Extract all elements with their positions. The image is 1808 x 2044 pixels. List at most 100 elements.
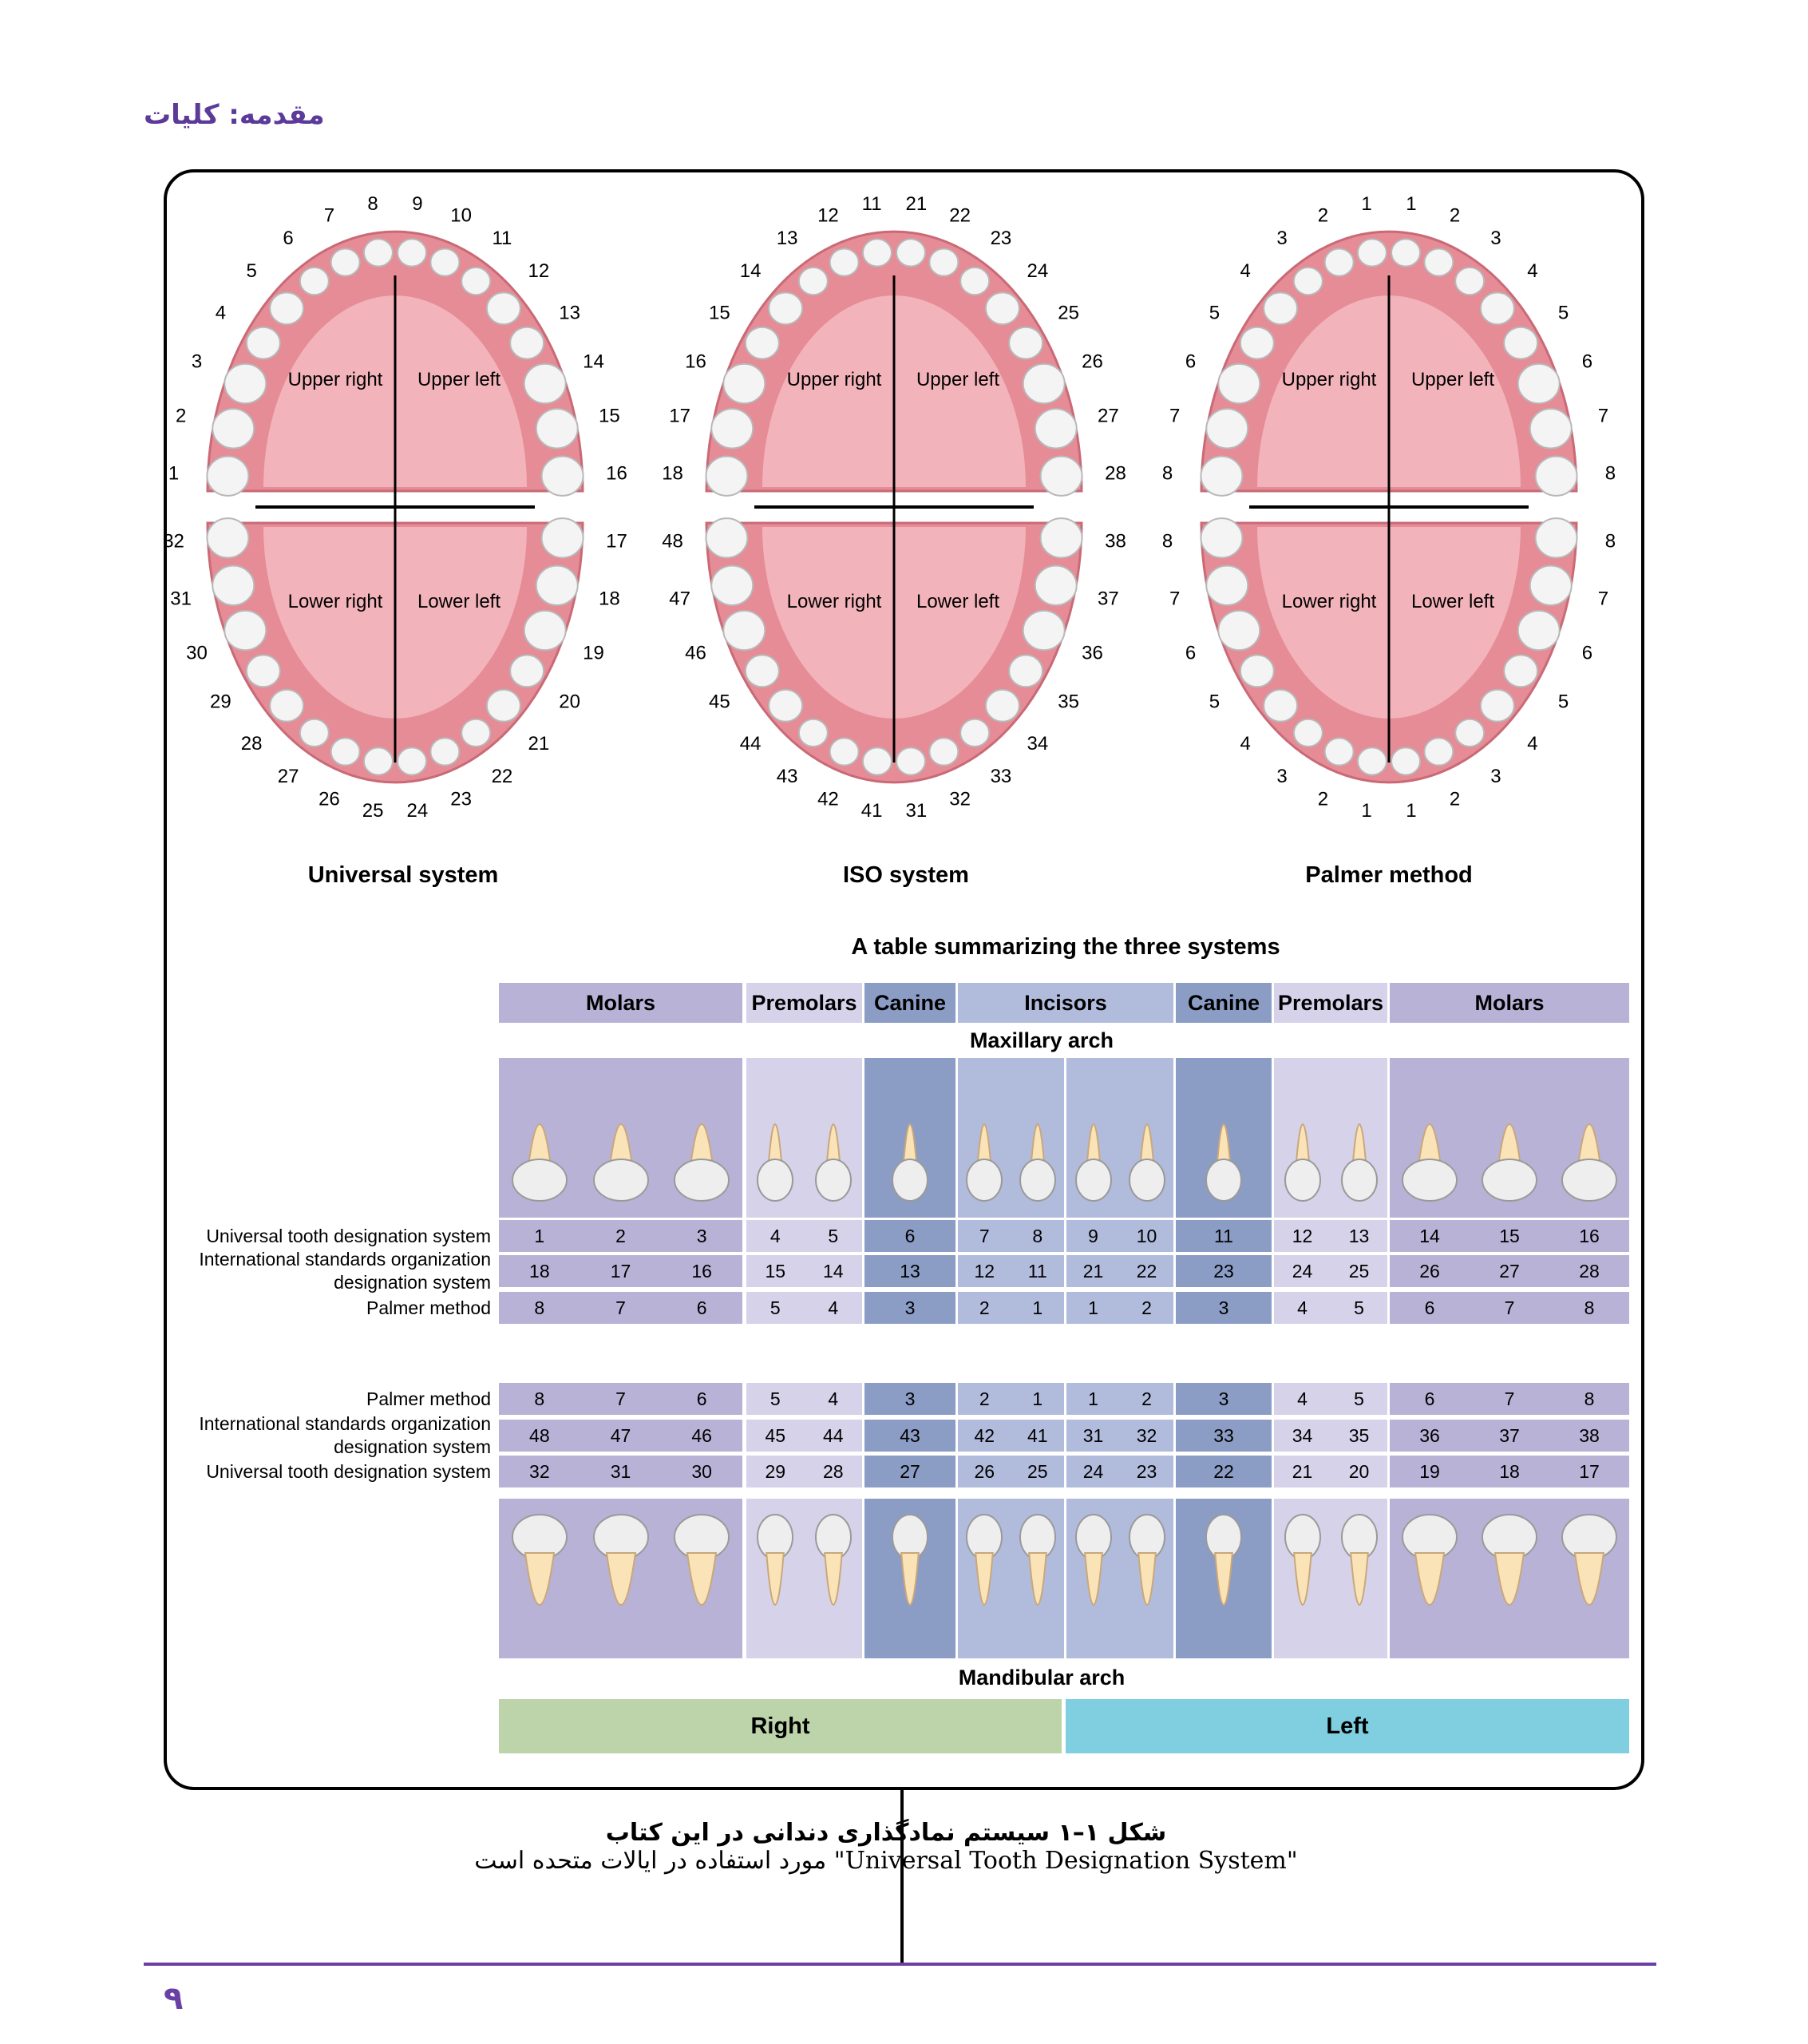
tooth-root <box>1349 1552 1369 1606</box>
lower-tooth-number: 17 <box>606 531 627 553</box>
lower-tooth <box>829 737 860 766</box>
lower-row-strip <box>1066 1383 1173 1415</box>
lower-row-strip <box>958 1383 1064 1415</box>
upper-tooth <box>797 267 829 296</box>
upper-tooth-number: 4 <box>216 302 226 323</box>
lower-tooth-number: 8 <box>1584 1388 1595 1409</box>
lower-tooth-number: 5 <box>1209 691 1220 713</box>
lower-tooth-number: 7 <box>615 1388 626 1409</box>
lower-row-strip <box>1176 1420 1272 1452</box>
lower-tooth-number: 8 <box>1605 531 1616 553</box>
upper-tooth-number: 24 <box>1027 260 1049 282</box>
lower-tooth-number: 26 <box>974 1460 995 1482</box>
upper-tooth <box>1217 362 1261 405</box>
lower-row-label: Universal tooth designation system <box>206 1460 491 1482</box>
lower-tooth <box>1423 737 1454 766</box>
tooth-root <box>1493 1552 1525 1606</box>
lower-tooth-number: 26 <box>318 789 340 810</box>
upper-row-strip <box>1066 1220 1173 1252</box>
upper-tooth-number: 3 <box>1218 1297 1229 1318</box>
lower-tooth <box>1200 517 1244 559</box>
tooth-illustration <box>674 1514 730 1606</box>
lower-row-strip <box>746 1383 862 1415</box>
upper-tooth <box>1423 248 1454 277</box>
upper-row-strip <box>958 1292 1064 1324</box>
upper-row-strip <box>958 1255 1064 1287</box>
tooth-illustration <box>1128 1514 1165 1606</box>
lower-tooth <box>1529 564 1573 606</box>
lower-tooth-number: 23 <box>1136 1460 1157 1482</box>
upper-tooth <box>224 362 267 405</box>
lower-tooth-number: 20 <box>559 691 580 713</box>
lower-tooth <box>224 609 267 652</box>
upper-tooth <box>1323 248 1355 277</box>
lower-tooth-number: 32 <box>163 531 184 553</box>
upper-tooth-number: 14 <box>1419 1225 1440 1246</box>
lower-tooth-number: 3 <box>1276 766 1287 787</box>
lower-tooth-number: 2 <box>1450 789 1460 810</box>
upper-tooth-number: 28 <box>1579 1260 1600 1281</box>
upper-tooth-number: 7 <box>979 1225 990 1246</box>
upper-tooth-number: 21 <box>906 193 928 215</box>
tooth-illustration <box>1074 1514 1112 1606</box>
lower-tooth-number: 3 <box>904 1388 916 1409</box>
upper-tooth-number: 10 <box>450 204 472 226</box>
tooth-illustration <box>674 1123 730 1202</box>
lower-tooth-number: 23 <box>450 789 472 810</box>
lower-row-strip <box>1274 1420 1387 1452</box>
upper-tooth-number: 12 <box>817 204 839 226</box>
caption-line-1: شکل ۱–۱ سیستم نمادگذاری دندانی در این کت… <box>605 1819 1167 1847</box>
upper-tooth-number: 3 <box>696 1225 707 1246</box>
upper-row-strip <box>499 1220 742 1252</box>
upper-tooth-number: 6 <box>696 1297 707 1318</box>
quadrant-label-ur: Upper right <box>787 369 882 390</box>
upper-tooth-number: 5 <box>828 1225 839 1246</box>
upper-tooth-number: 9 <box>1088 1225 1098 1246</box>
lower-tooth-number: 6 <box>696 1388 707 1409</box>
lower-tooth-number: 6 <box>1185 642 1196 664</box>
lower-tooth-number: 21 <box>528 733 550 755</box>
upper-tooth-number: 3 <box>904 1297 916 1318</box>
upper-tooth-number: 13 <box>777 228 798 249</box>
tooth-illustration <box>1482 1514 1537 1606</box>
lower-tooth <box>330 737 361 766</box>
lower-tooth-number: 36 <box>1082 642 1103 664</box>
upper-tooth <box>861 238 892 267</box>
upper-tooth-number: 6 <box>1582 351 1592 373</box>
quadrant-label-ll: Lower left <box>1411 591 1494 612</box>
lower-tooth-number: 46 <box>685 642 706 664</box>
upper-tooth-number: 2 <box>176 406 186 427</box>
upper-tooth <box>535 408 579 450</box>
lower-tooth-number: 44 <box>822 1424 844 1446</box>
upper-tooth-number: 23 <box>1213 1260 1234 1281</box>
lower-tooth <box>540 517 584 559</box>
upper-tooth <box>397 238 428 267</box>
lower-tooth-number: 37 <box>1098 588 1119 609</box>
lower-tooth <box>509 654 545 688</box>
lower-tooth-number: 32 <box>1136 1424 1157 1446</box>
tooth-illustration <box>1482 1123 1537 1202</box>
upper-tooth-number: 5 <box>769 1297 781 1318</box>
lower-tooth <box>1034 564 1078 606</box>
upper-tooth-number: 27 <box>1499 1260 1520 1281</box>
lower-row-strip <box>864 1383 955 1415</box>
header-premolars-right: Premolars <box>746 983 862 1023</box>
lower-tooth-number: 19 <box>1419 1460 1440 1482</box>
tooth-crown <box>892 1159 928 1202</box>
tooth-root <box>900 1552 920 1606</box>
upper-tooth <box>1479 291 1515 326</box>
quadrant-label-ul: Upper left <box>916 369 999 390</box>
upper-tooth-number: 16 <box>691 1260 712 1281</box>
left-side-bar: Left <box>1066 1699 1629 1753</box>
lower-tooth-number: 47 <box>669 588 690 609</box>
tooth-illustration <box>814 1123 852 1202</box>
upper-tooth-number: 17 <box>669 406 690 427</box>
lower-tooth-number: 31 <box>906 800 928 822</box>
lower-tooth-number: 18 <box>599 588 620 609</box>
lower-tooth <box>1534 517 1578 559</box>
lower-row-strip <box>499 1420 742 1452</box>
lower-tooth-number: 7 <box>1169 588 1180 609</box>
mandibular-arch-label: Mandibular arch <box>958 1666 1126 1689</box>
tooth-illustration <box>892 1123 928 1202</box>
lower-row-strip <box>499 1383 742 1415</box>
